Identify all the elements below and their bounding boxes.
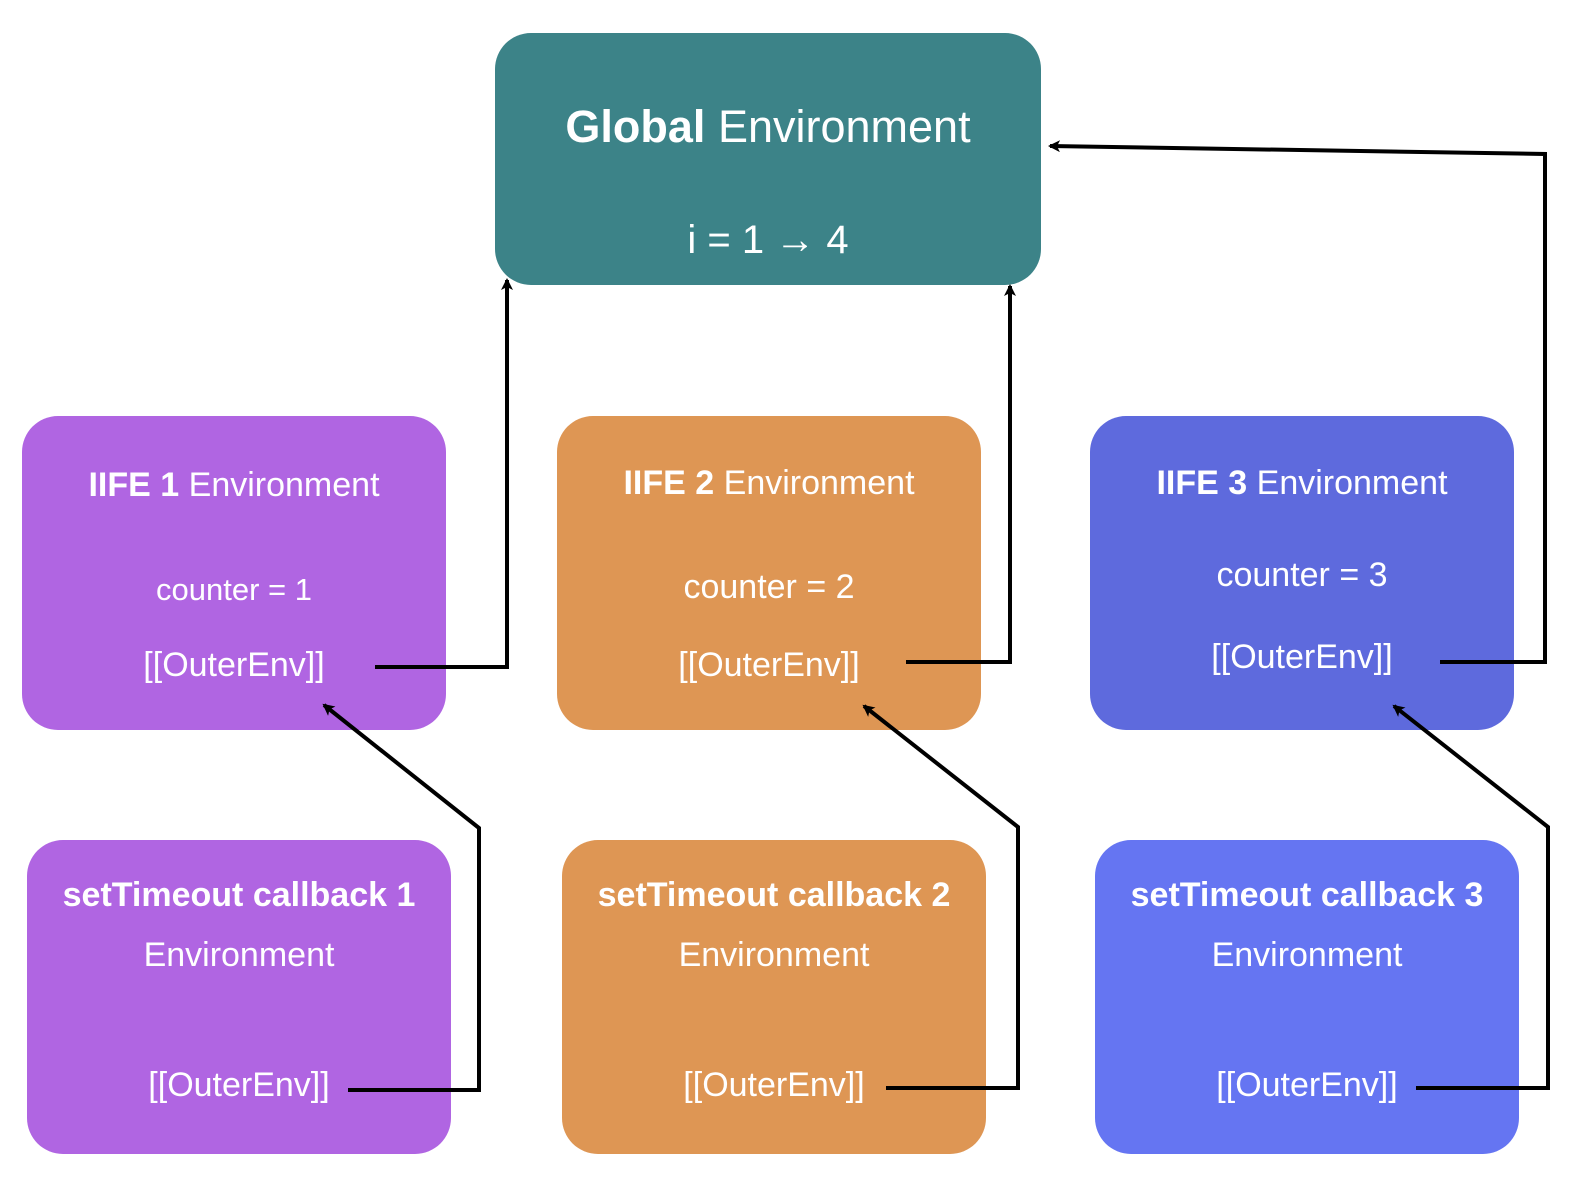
global-environment-title: Global Environment (495, 101, 1041, 153)
callback-2-outer-env: [[OuterEnv]] (683, 1066, 865, 1104)
iife-3-outer-env: [[OuterEnv]] (1211, 638, 1393, 676)
iife-1-environment-box: IIFE 1 Environment counter = 1 [[OuterEn… (22, 416, 446, 730)
iife-3-title-rest: Environment (1256, 464, 1448, 502)
callback-3-outer-env: [[OuterEnv]] (1216, 1066, 1398, 1104)
iife-2-title: IIFE 2 Environment (557, 464, 981, 503)
iife-3-environment-box: IIFE 3 Environment counter = 3 [[OuterEn… (1090, 416, 1514, 730)
iife-2-title-rest: Environment (723, 464, 915, 502)
iife-1-title-bold: IIFE 1 (88, 466, 180, 504)
callback-2-environment-box: setTimeout callback 2 Environment [[Oute… (562, 840, 986, 1154)
global-environment-box: Global Environment i = 1 → 4 (495, 33, 1041, 285)
iife-1-title-rest: Environment (188, 466, 380, 504)
callback-3-env-label: Environment (1211, 936, 1403, 974)
global-title-bold: Global (565, 101, 706, 152)
iife-3-title-bold: IIFE 3 (1156, 464, 1248, 502)
callback-1-env-label: Environment (143, 936, 335, 974)
callback-2-env-label: Environment (678, 936, 870, 974)
callback-3-environment-box: setTimeout callback 3 Environment [[Oute… (1095, 840, 1519, 1154)
callback-1-title: setTimeout callback 1 (62, 876, 416, 914)
callback-3-title: setTimeout callback 3 (1130, 876, 1484, 914)
iife-1-title: IIFE 1 Environment (22, 466, 446, 505)
iife-2-counter: counter = 2 (683, 568, 855, 606)
global-variable-i: i = 1 → 4 (687, 218, 849, 262)
iife-1-counter: counter = 1 (156, 572, 312, 607)
callback-1-environment-box: setTimeout callback 1 Environment [[Oute… (27, 840, 451, 1154)
callback-1-outer-env: [[OuterEnv]] (148, 1066, 330, 1104)
iife-2-outer-env: [[OuterEnv]] (678, 646, 860, 684)
global-title-rest: Environment (717, 101, 971, 152)
callback-2-title: setTimeout callback 2 (597, 876, 951, 914)
iife-3-title: IIFE 3 Environment (1090, 464, 1514, 503)
iife-1-outer-env: [[OuterEnv]] (143, 646, 325, 684)
iife-2-environment-box: IIFE 2 Environment counter = 2 [[OuterEn… (557, 416, 981, 730)
iife-2-title-bold: IIFE 2 (623, 464, 715, 502)
iife-3-counter: counter = 3 (1216, 556, 1388, 594)
